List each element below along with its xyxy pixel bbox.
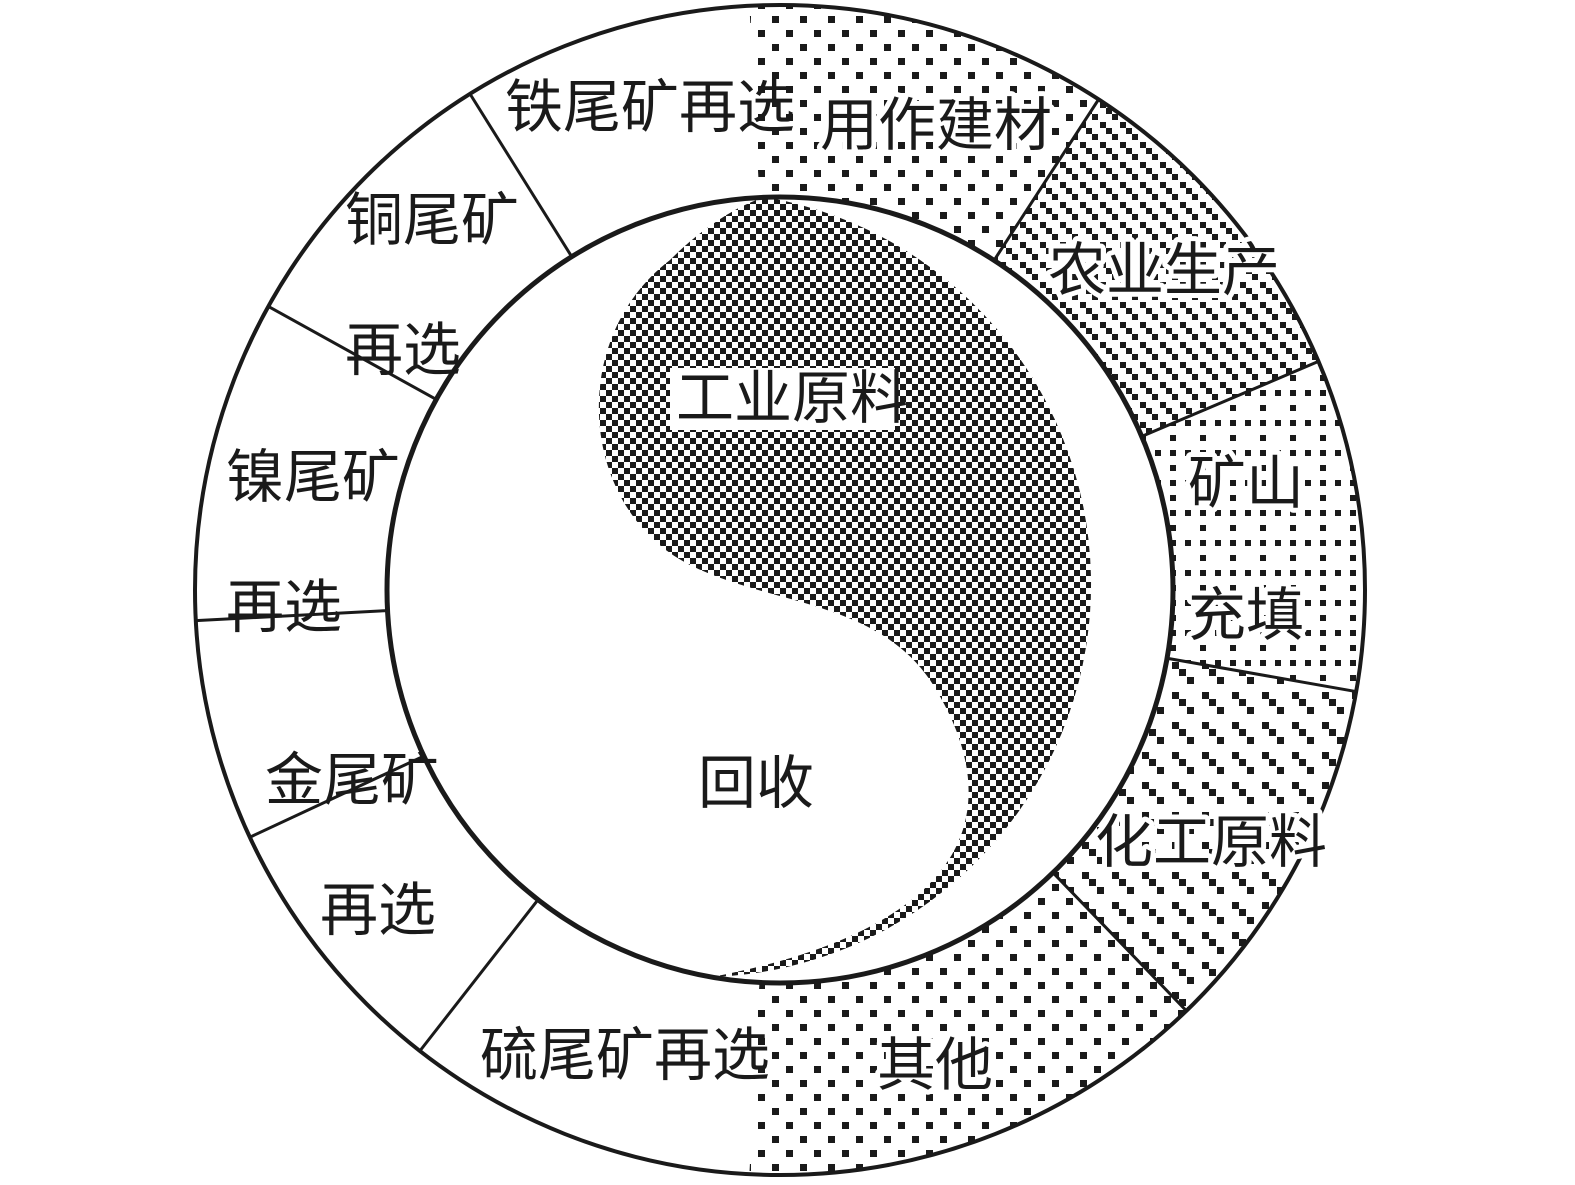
segment-divider-4 — [249, 754, 425, 839]
patterned-segment-labels: 其他 化工原料 矿山 充填 农业生产 用作建材 — [815, 86, 1332, 1104]
sulfur-tailings-label: 硫尾矿再选 — [480, 1021, 770, 1089]
gold-tailings-label-line1: 金尾矿 — [265, 746, 439, 814]
iron-tailings-label: 铁尾矿再选 — [505, 73, 795, 141]
nickel-tailings-label-line2: 再选 — [226, 573, 342, 641]
mine-fill-label-line1: 矿山 — [1188, 449, 1304, 517]
gold-tailings-label-line2: 再选 — [320, 876, 436, 944]
copper-tailings-label-line2: 再选 — [345, 316, 461, 384]
segment-other — [749, 872, 1187, 1175]
segment-divider-5 — [418, 898, 540, 1052]
segment-divider-1 — [468, 93, 574, 258]
segment-chemical-materials — [1053, 658, 1357, 1011]
segment-divider-3 — [195, 609, 388, 623]
mine-fill-label-line2: 充填 — [1188, 581, 1304, 649]
core-industrial-materials-region — [598, 197, 1092, 978]
core-recovery-label: 回收 — [698, 749, 814, 817]
outer-ring-border — [193, 3, 1367, 1177]
segment-divider-8 — [1166, 656, 1357, 694]
segment-divider-2 — [267, 305, 438, 401]
segment-mine-fill — [1141, 361, 1365, 692]
segment-divider-7 — [1141, 360, 1320, 438]
other-label: 其他 — [877, 1031, 993, 1099]
segment-divider-6 — [992, 98, 1100, 262]
core-industrial-label: 工业原料 — [676, 364, 908, 432]
segment-agriculture — [994, 99, 1319, 437]
nickel-tailings-label-line1: 镍尾矿 — [226, 443, 400, 511]
agriculture-label: 农业生产 — [1048, 236, 1280, 304]
copper-tailings-label-line1: 铜尾矿 — [345, 186, 519, 254]
segment-dividers — [195, 93, 1357, 1052]
industrial-label-backdrop — [670, 368, 895, 430]
segment-divider-9 — [1051, 871, 1188, 1012]
chemical-materials-label: 化工原料 — [1095, 808, 1327, 876]
building-materials-label: 用作建材 — [820, 91, 1052, 159]
inner-circle-border — [384, 194, 1176, 986]
segment-building-materials — [749, 4, 1099, 261]
